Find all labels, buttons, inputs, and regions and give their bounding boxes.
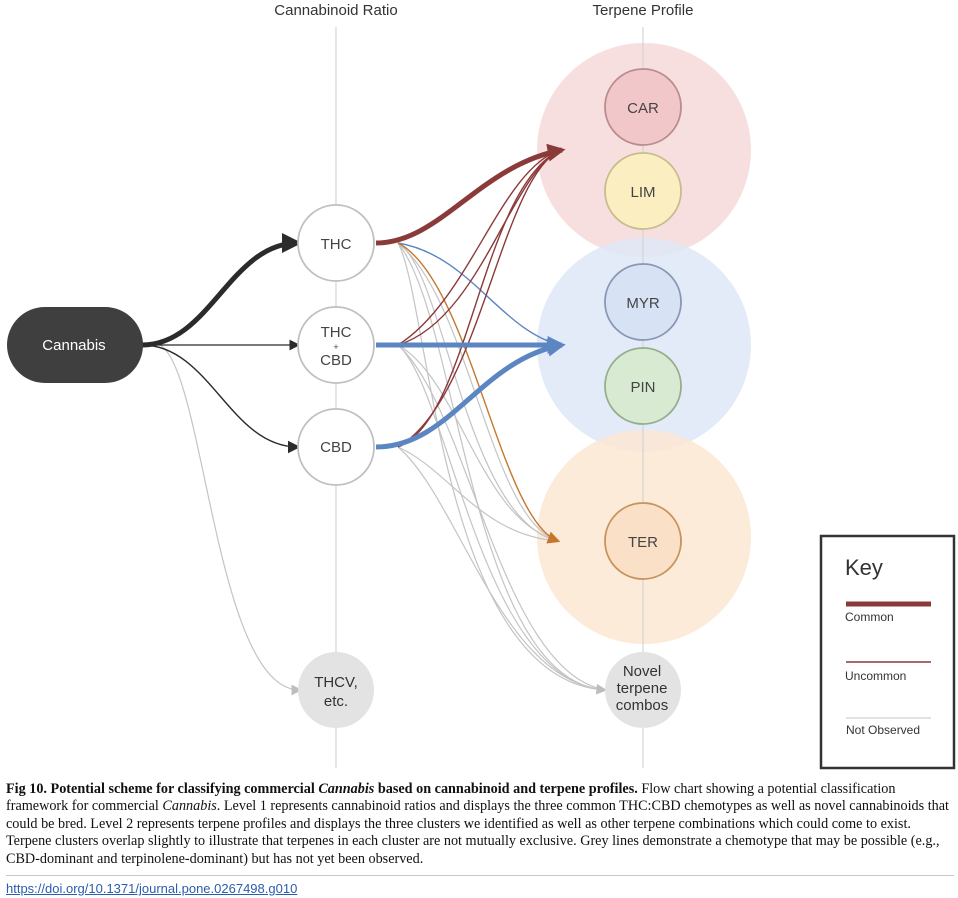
lim-node: LIM	[604, 152, 682, 230]
caption-title-italic: Cannabis	[318, 781, 375, 797]
cbd-node: CBD	[297, 408, 375, 486]
link-mix-red-thin-2	[397, 149, 561, 346]
thc-cbd-label-bottom: CBD	[320, 352, 352, 369]
link-cbd-blue-thick	[375, 338, 566, 450]
caption-title-part2: based on cannabinoid and terpene profile…	[377, 781, 638, 797]
novel-label-line2: terpene	[617, 680, 668, 697]
link-cannabis-thc	[141, 233, 302, 348]
car-label: CAR	[627, 100, 659, 117]
ter-node: TER	[604, 502, 682, 580]
thc-node: THC	[297, 204, 375, 282]
level1-header: Cannabinoid Ratio	[274, 2, 397, 19]
link-cbd-red-thin-1	[397, 149, 561, 448]
cbd-label: CBD	[320, 439, 352, 456]
thcv-label-line1: THCV,	[314, 674, 358, 691]
link-thc-novel-grey-1	[397, 242, 606, 691]
key-not-observed-label: Not Observed	[846, 723, 920, 737]
link-mix-ter-grey	[397, 344, 559, 542]
caption-fig-label: Fig 10.	[6, 781, 47, 797]
link-thc-novel-grey-2	[397, 242, 606, 691]
caption-title-part1: Potential scheme for classifying commerc…	[50, 781, 315, 797]
not-observed-links	[159, 242, 608, 696]
lim-label: LIM	[630, 184, 655, 201]
caption-divider	[6, 875, 954, 876]
link-mix-red-thin-1	[397, 149, 561, 346]
myr-node: MYR	[604, 263, 682, 341]
caption-body-part1: Flow chart showing a potential classific…	[6, 781, 896, 815]
link-cannabis-cbd	[141, 344, 301, 454]
link-thc-ter-thin	[397, 242, 561, 544]
link-cannabis-thcv	[159, 344, 303, 696]
classification-flow-diagram: Cannabinoid Ratio Terpene Profile	[7, 2, 956, 770]
pin-label: PIN	[630, 379, 655, 396]
thc-cbd-node: THC + CBD	[297, 306, 375, 384]
novel-label-line1: Novel	[623, 663, 661, 680]
link-cbd-red-thin-2	[397, 149, 561, 448]
novel-combos-node: Novel terpene combos	[605, 652, 681, 728]
uncommon-links	[397, 149, 561, 544]
myr-label: MYR	[626, 295, 660, 312]
link-thc-myr-thin	[397, 242, 561, 346]
link-mix-novel-grey-1	[397, 344, 606, 691]
thcv-node: THCV, etc.	[298, 652, 374, 728]
link-thc-ter-grey-1	[397, 242, 559, 542]
novel-label-line3: combos	[616, 697, 669, 714]
thcv-label-line2: etc.	[324, 693, 348, 710]
caption-body-italic: Cannabis	[162, 798, 217, 815]
red-cluster	[537, 43, 751, 257]
link-thc-red-thick	[375, 143, 566, 246]
level2-header: Terpene Profile	[593, 2, 694, 19]
link-thc-ter-grey-2	[397, 242, 559, 542]
caption-body-part2: . Level 1 represents cannabinoid ratios …	[6, 798, 949, 867]
link-cbd-novel-grey	[397, 446, 608, 695]
doi-link[interactable]: https://doi.org/10.1371/journal.pone.026…	[6, 881, 298, 896]
thc-cbd-label-top: THC	[321, 324, 352, 341]
thc-label: THC	[321, 236, 352, 253]
figure-caption: Fig 10. Potential scheme for classifying…	[6, 781, 952, 868]
pin-node: PIN	[604, 347, 682, 425]
ter-label: TER	[628, 534, 658, 551]
key-legend: Key Common Uncommon Not Observed	[819, 534, 956, 770]
cannabis-label: Cannabis	[42, 337, 105, 354]
link-cbd-ter-grey	[397, 446, 559, 542]
blue-cluster	[537, 238, 751, 452]
common-links	[141, 143, 566, 454]
link-mix-novel-grey-2	[397, 344, 606, 691]
key-common-label: Common	[845, 610, 894, 624]
key-uncommon-label: Uncommon	[845, 669, 906, 683]
thc-cbd-plus: +	[333, 342, 338, 352]
cannabis-node: Cannabis	[7, 307, 143, 383]
key-title: Key	[845, 555, 883, 580]
car-node: CAR	[604, 68, 682, 146]
